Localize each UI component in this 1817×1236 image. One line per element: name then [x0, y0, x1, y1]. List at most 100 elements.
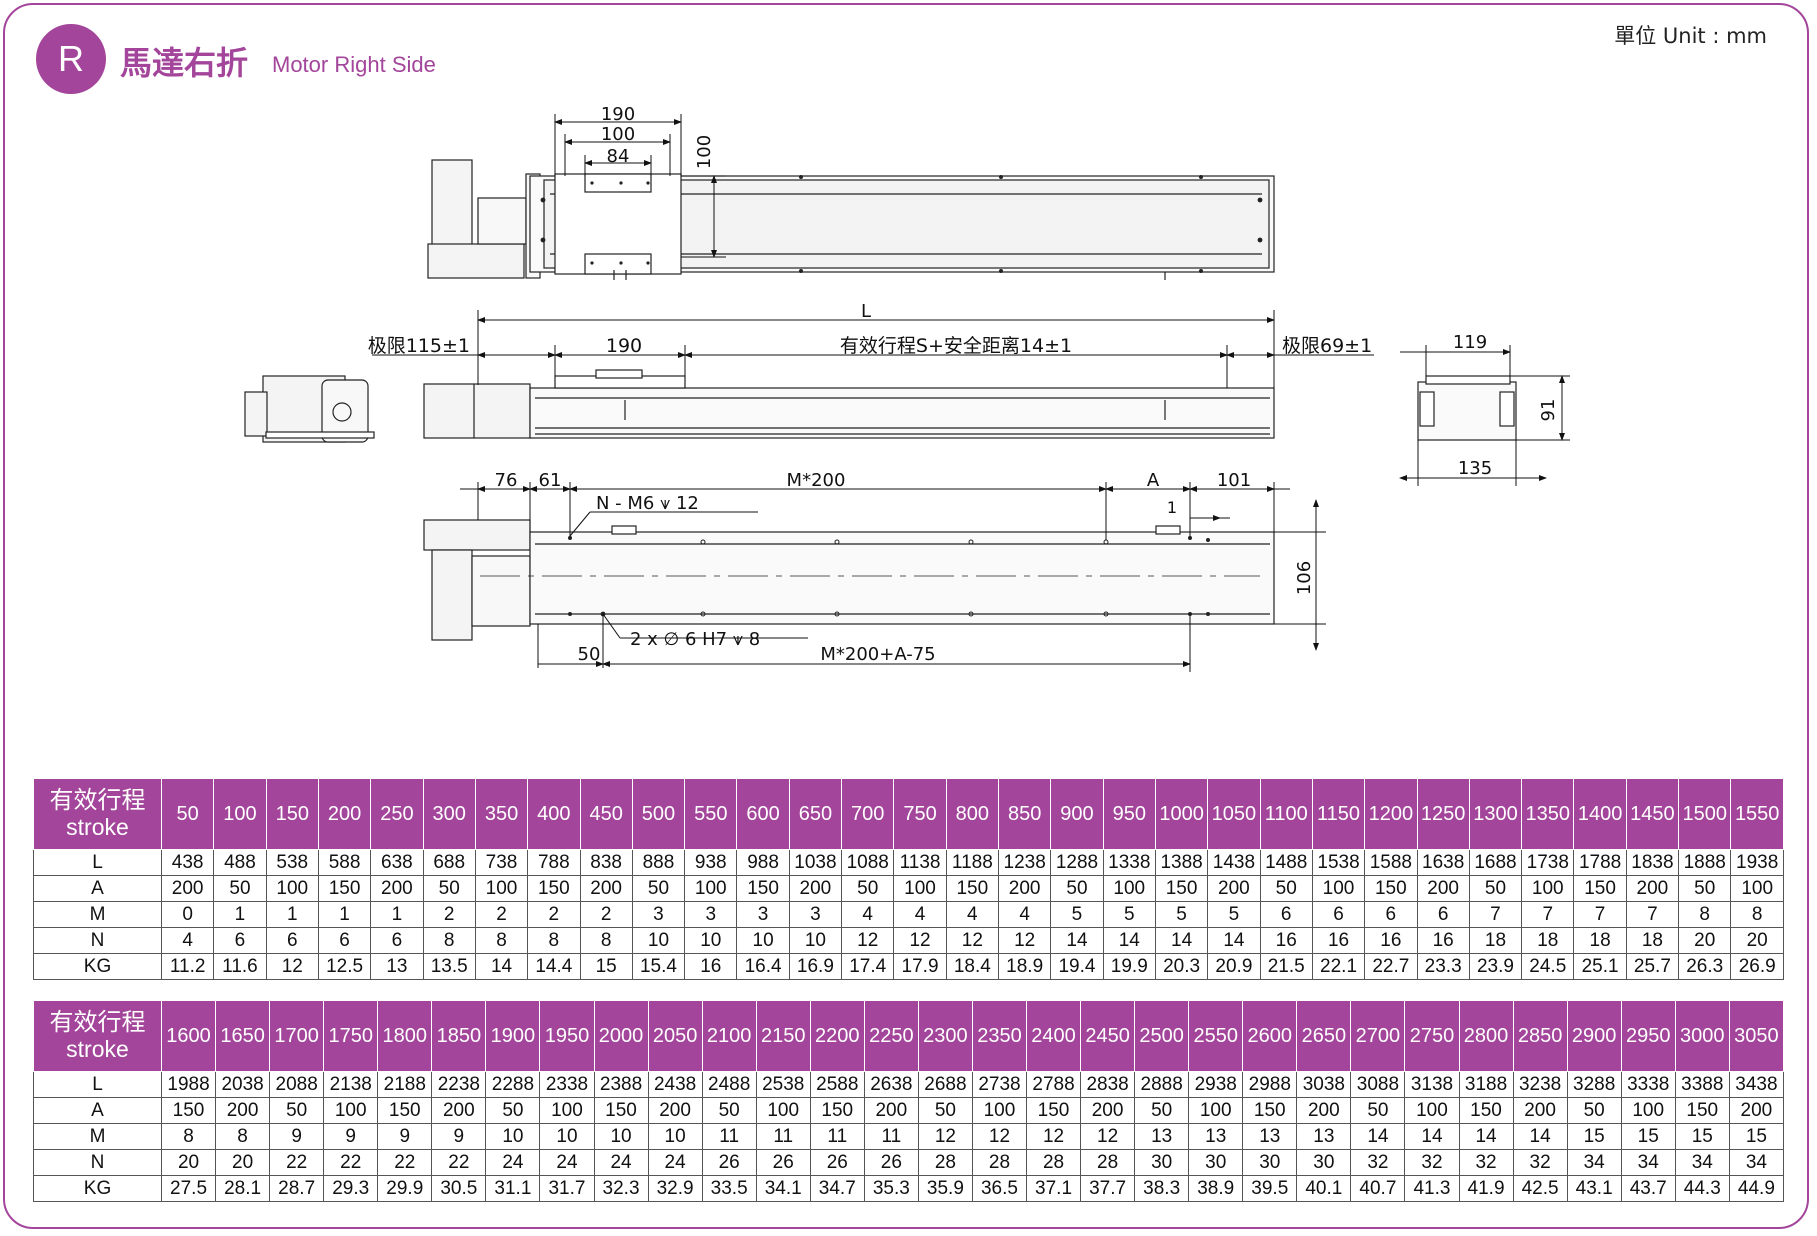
- table-cell: 23.9: [1468, 953, 1523, 980]
- stroke-value: 2000: [593, 1000, 649, 1072]
- table-cell: 14: [1154, 927, 1209, 954]
- table-cell: 32: [1458, 1149, 1514, 1176]
- section-badge: R: [36, 24, 106, 94]
- table-cell: 16: [1364, 927, 1418, 954]
- stroke-value: 150: [265, 778, 319, 850]
- stroke-value: 600: [736, 778, 790, 850]
- row-label: KG: [33, 1175, 162, 1202]
- stroke-label-en: stroke: [66, 1036, 129, 1062]
- table-cell: 14.4: [527, 953, 581, 980]
- table-cell: 7: [1468, 901, 1523, 928]
- table-cell: 10: [736, 927, 790, 954]
- table-cell: 1788: [1573, 849, 1627, 876]
- table-cell: 22: [323, 1149, 379, 1176]
- table-cell: 2638: [863, 1071, 919, 1098]
- stroke-value: 2550: [1188, 1000, 1244, 1072]
- table-cell: 2: [527, 901, 581, 928]
- table-cell: 3388: [1674, 1071, 1730, 1098]
- table-cell: 2888: [1134, 1071, 1190, 1098]
- table-cell: 1: [213, 901, 267, 928]
- table-cell: 50: [1468, 875, 1523, 902]
- table-cell: 200: [579, 875, 633, 902]
- table-cell: 13: [370, 953, 424, 980]
- table-cell: 938: [684, 849, 738, 876]
- table-cell: 200: [431, 1097, 487, 1124]
- stroke-value: 2850: [1512, 1000, 1568, 1072]
- stroke-value: 50: [160, 778, 215, 850]
- stroke-value: 2500: [1134, 1000, 1190, 1072]
- table-cell: 150: [1242, 1097, 1298, 1124]
- row-label: A: [33, 1097, 162, 1124]
- table-cell: 14: [1350, 1123, 1406, 1150]
- table-cell: 1338: [1102, 849, 1156, 876]
- table-cell: 100: [539, 1097, 595, 1124]
- stroke-value: 1650: [215, 1000, 271, 1072]
- table-cell: 24: [647, 1149, 703, 1176]
- table-cell: 50: [1350, 1097, 1406, 1124]
- row-label: KG: [33, 953, 162, 980]
- table-cell: 100: [1102, 875, 1156, 902]
- table-cell: 10: [631, 927, 686, 954]
- dim-M200: M*200: [787, 470, 846, 491]
- table-cell: 150: [1364, 875, 1418, 902]
- table-cell: 32.3: [593, 1175, 649, 1202]
- table-cell: 17.9: [893, 953, 947, 980]
- table-cell: 3: [631, 901, 686, 928]
- dim-L: L: [861, 301, 871, 322]
- table-cell: 200: [647, 1097, 703, 1124]
- table-cell: 19.9: [1102, 953, 1156, 980]
- table-cell: 29.9: [377, 1175, 433, 1202]
- stroke-value: 1700: [269, 1000, 325, 1072]
- table-cell: 30: [1242, 1149, 1298, 1176]
- table-cell: 688: [422, 849, 476, 876]
- table-cell: 11: [701, 1123, 757, 1150]
- table-cell: 100: [755, 1097, 811, 1124]
- table-cell: 2238: [431, 1071, 487, 1098]
- table-cell: 30: [1188, 1149, 1244, 1176]
- stroke-value: 500: [631, 778, 686, 850]
- table-cell: 5: [1207, 901, 1261, 928]
- table-cell: 3238: [1512, 1071, 1568, 1098]
- table-cell: 838: [579, 849, 633, 876]
- table-cell: 5: [1154, 901, 1209, 928]
- table-cell: 150: [317, 875, 372, 902]
- table-cell: 200: [997, 875, 1052, 902]
- dim-190-side: 190: [606, 335, 642, 357]
- table-cell: 13: [1188, 1123, 1244, 1150]
- table-cell: 13: [1134, 1123, 1190, 1150]
- section-title-cn: 馬達右折: [120, 44, 249, 82]
- table-cell: 6: [1259, 901, 1313, 928]
- table-cell: 1888: [1678, 849, 1732, 876]
- table-cell: 200: [788, 875, 843, 902]
- table-cell: 100: [1404, 1097, 1460, 1124]
- table-cell: 1538: [1311, 849, 1366, 876]
- row-label: M: [33, 901, 162, 928]
- table-cell: 6: [1416, 901, 1470, 928]
- dim-100-vertical: 100: [694, 135, 715, 169]
- table-cell: 2088: [269, 1071, 325, 1098]
- table-cell: 43.7: [1620, 1175, 1676, 1202]
- row-label: N: [33, 927, 162, 954]
- dim-50: 50: [578, 644, 601, 665]
- motor-end-view: [244, 375, 375, 443]
- table-cell: 36.5: [971, 1175, 1028, 1202]
- table-cell: 20: [215, 1149, 271, 1176]
- stroke-value: 2300: [917, 1000, 973, 1072]
- table-cell: 15: [1566, 1123, 1622, 1150]
- table-cell: 8: [527, 927, 581, 954]
- table-cell: 50: [631, 875, 686, 902]
- table-cell: 9: [269, 1123, 325, 1150]
- table-cell: 5: [1102, 901, 1156, 928]
- table-cell: 22.7: [1364, 953, 1418, 980]
- table-cell: 638: [370, 849, 424, 876]
- stroke-value: 2400: [1025, 1000, 1082, 1072]
- table-cell: 29.3: [323, 1175, 379, 1202]
- table-cell: 100: [1730, 875, 1784, 902]
- table-cell: 3: [736, 901, 790, 928]
- stroke-value: 950: [1102, 778, 1156, 850]
- table-cell: 24.5: [1521, 953, 1575, 980]
- table-cell: 150: [809, 1097, 865, 1124]
